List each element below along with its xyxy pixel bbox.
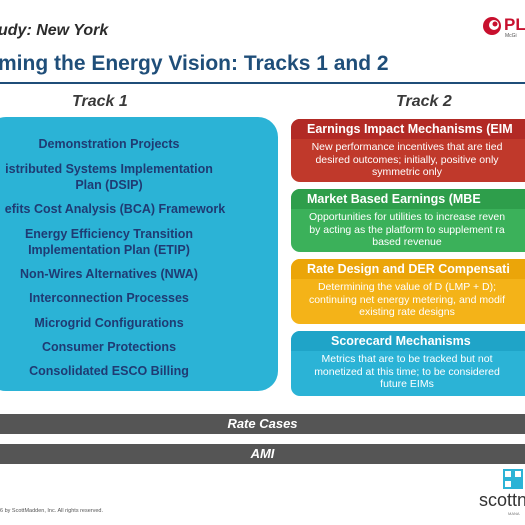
track1-item-dsip-line2: Plan (DSIP) (75, 178, 143, 192)
eim-line: symmetric only (371, 166, 442, 178)
rate-cases-bar: Rate Cases (0, 414, 525, 434)
rate-design-line: existing rate designs (359, 306, 455, 318)
track2-heading: Track 2 (396, 93, 452, 110)
mbe-line: by acting as the platform to supplement … (309, 223, 505, 236)
logo-top-subtext: McGi (505, 33, 517, 39)
track1-item-nwa: Non-Wires Alternatives (NWA) (20, 267, 198, 281)
scorecard-description: Metrics that are to be tracked but not m… (291, 351, 525, 391)
track1-item-interconnection: Interconnection Processes (29, 291, 189, 305)
track1-heading: Track 1 (72, 93, 128, 110)
scorecard-line: Metrics that are to be tracked but not (321, 353, 493, 365)
mbe-line: based revenue (372, 236, 442, 248)
ami-bar: AMI (0, 444, 525, 464)
case-study-label: udy: New York (0, 22, 109, 39)
track1-item-dsip-line1: istributed Systems Implementation (5, 162, 213, 176)
track1-item-etip-line2: Implementation Plan (ETIP) (28, 243, 190, 257)
track1-item-etip-line1: Energy Efficiency Transition (24, 227, 194, 241)
track1-item-microgrid: Microgrid Configurations (34, 316, 184, 330)
logo-bottom-text: scottn (479, 490, 525, 510)
track2-box-mbe: Market Based Earnings (MBE Opportunities… (291, 189, 525, 252)
rate-design-line: Determining the value of D (LMP + D); (317, 281, 497, 293)
eim-line: desired outcomes; initially, positive on… (315, 153, 499, 166)
track1-item-demonstration-projects: Demonstration Projects (38, 137, 180, 151)
page-title: ming the Energy Vision: Tracks 1 and 2 (0, 52, 389, 75)
track2-box-rate-design: Rate Design and DER Compensati Determini… (291, 259, 525, 324)
title-rule (0, 82, 525, 84)
mbe-description: Opportunities for utilities to increase … (291, 209, 525, 249)
mbe-line: Opportunities for utilities to increase … (308, 211, 506, 223)
copyright-text: 6 by ScottMadden, Inc. All rights reserv… (0, 508, 104, 514)
logo-glyph-icon (503, 469, 523, 489)
logo-bottom-tag: MANA (508, 511, 520, 516)
track2-box-eim: Earnings Impact Mechanisms (EIM New perf… (291, 119, 525, 182)
rate-design-line: continuing net energy metering, and modi… (308, 293, 506, 306)
track1-item-bca-framework: efits Cost Analysis (BCA) Framework (4, 202, 226, 216)
logo-top-text: PL (504, 15, 525, 34)
eim-description: New performance incentives that are tied… (291, 139, 525, 179)
track2-box-scorecard: Scorecard Mechanisms Metrics that are to… (291, 331, 525, 396)
scorecard-line: monetized at this time; to be considered (314, 365, 500, 378)
company-logo-top: PL McGi (480, 14, 525, 40)
rate-design-description: Determining the value of D (LMP + D); co… (291, 279, 525, 319)
track1-item-esco-billing: Consolidated ESCO Billing (29, 364, 189, 378)
mbe-title: Market Based Earnings (MBE (291, 189, 525, 209)
eim-title: Earnings Impact Mechanisms (EIM (291, 119, 525, 139)
scorecard-title: Scorecard Mechanisms (291, 331, 525, 351)
logo-mark-icon (483, 17, 501, 35)
scorecard-line: future EIMs (380, 378, 434, 390)
rate-design-title: Rate Design and DER Compensati (291, 259, 525, 279)
eim-line: New performance incentives that are tied (311, 141, 503, 153)
track1-panel: Demonstration Projects istributed System… (0, 117, 278, 391)
track1-item-consumer-protections: Consumer Protections (41, 340, 177, 354)
company-logo-bottom: scottn MANA (478, 466, 525, 525)
